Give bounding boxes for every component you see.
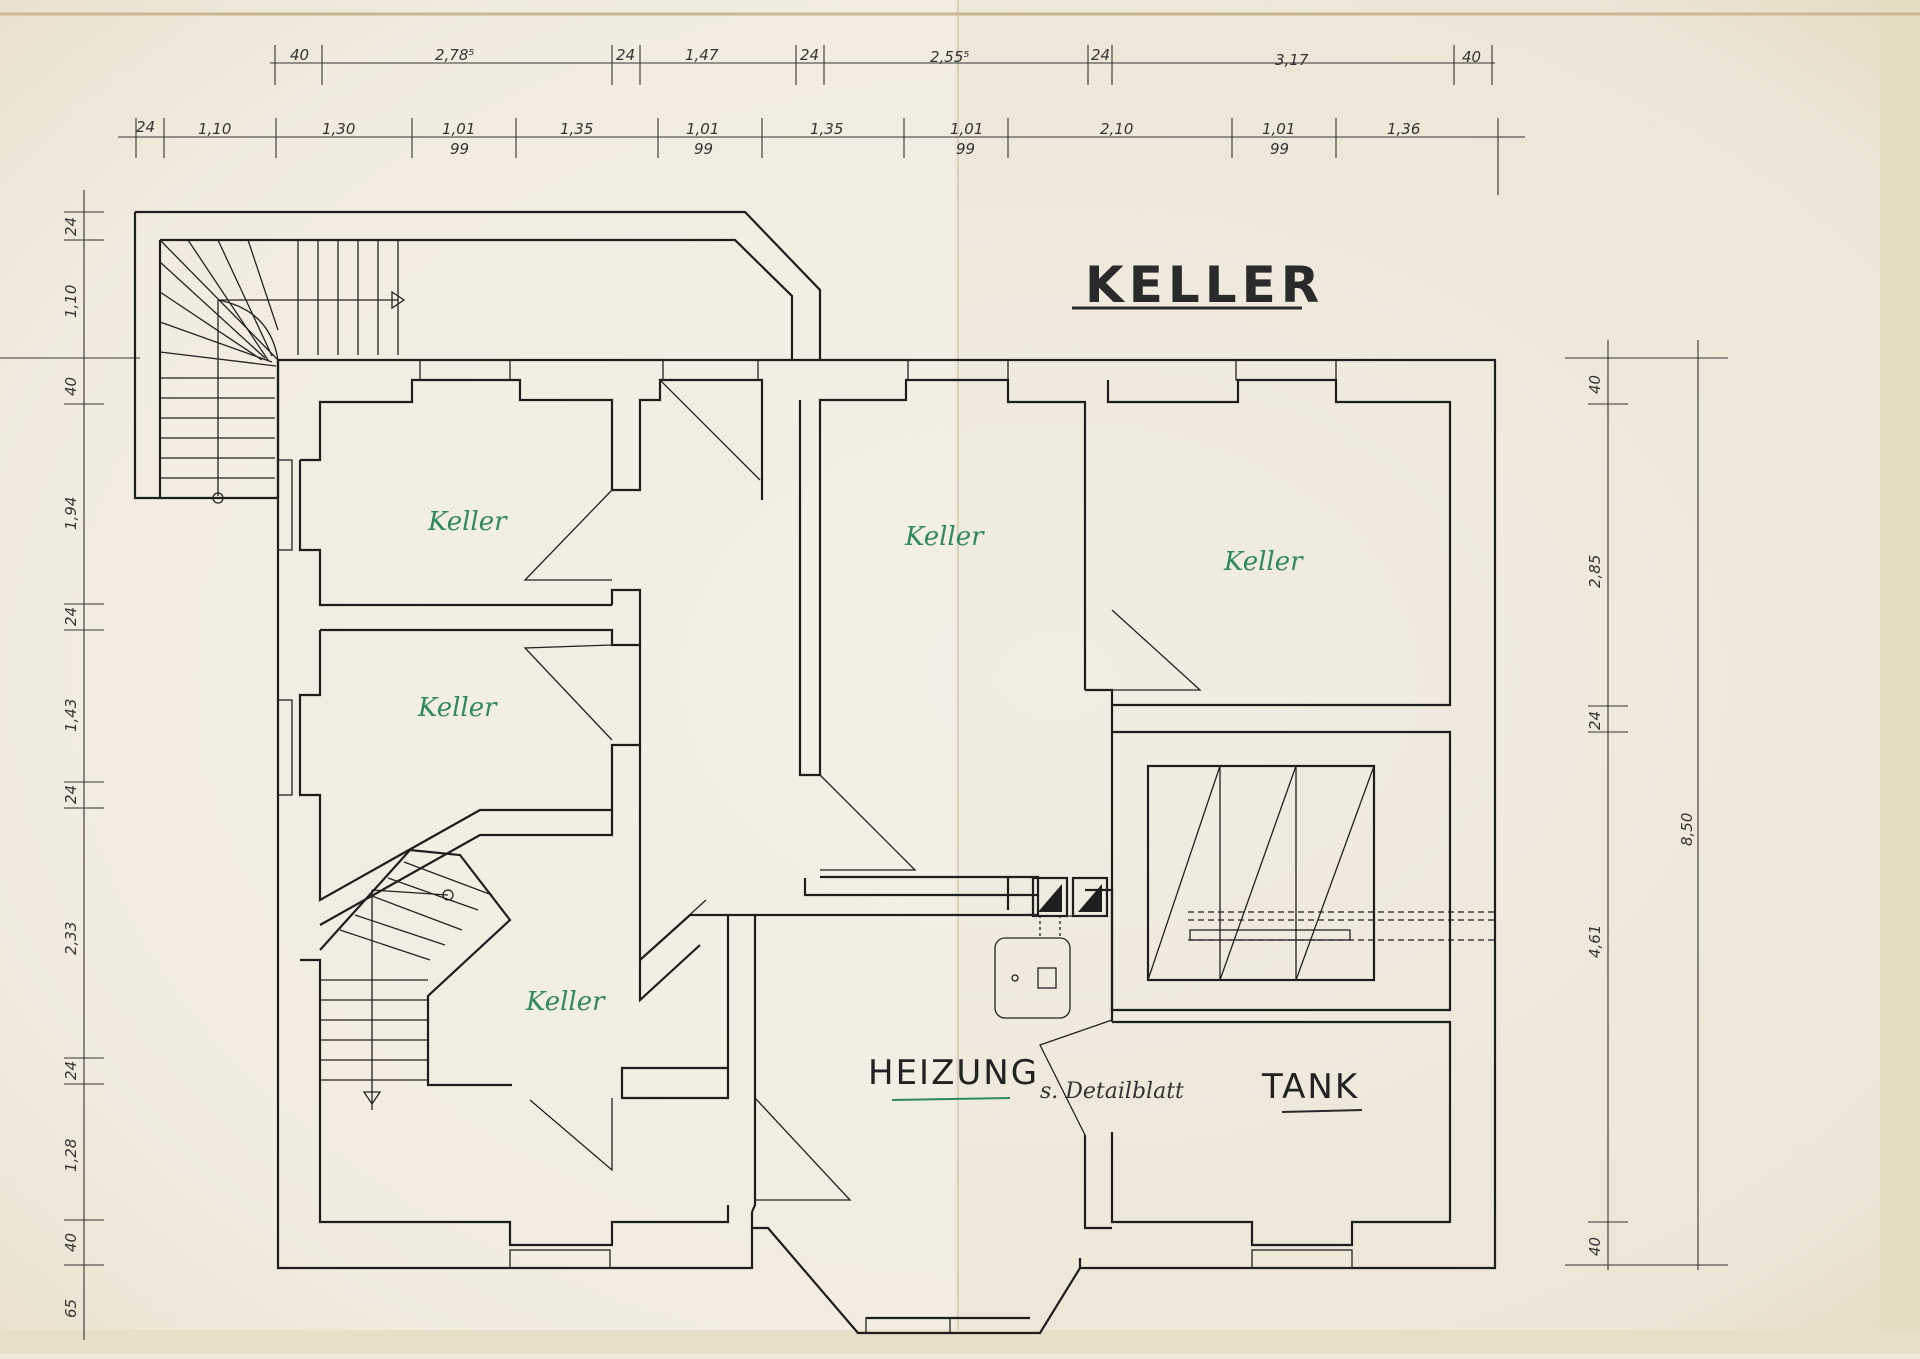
dim-top-inner-3: 1,30 <box>322 120 355 138</box>
dim-left-11: 40 <box>62 1233 80 1252</box>
dim-left-2: 1,10 <box>62 285 80 318</box>
heizung-underline <box>891 1097 1011 1101</box>
dim-left-5: 24 <box>62 607 80 626</box>
dim-right-total: 8,50 <box>1678 813 1696 846</box>
entry-staircase <box>159 239 406 504</box>
left-window-1 <box>277 459 293 551</box>
dim-right-5: 40 <box>1586 1237 1604 1256</box>
dim-top-outer-1: 40 <box>290 46 309 64</box>
dim-top-inner-15: 1,36 <box>1387 120 1420 138</box>
plan-title: KELLER <box>1085 256 1324 314</box>
boiler-symbol <box>994 915 1071 1019</box>
dim-top-outer-7: 24 <box>1091 46 1110 64</box>
room-label-keller-4: Keller <box>1223 547 1304 577</box>
top-outer-dimension-chain: 40 2,78⁵ 24 1,47 24 2,55⁵ 24 3,17 40 <box>270 45 1495 85</box>
dim-top-outer-6: 2,55⁵ <box>930 48 969 66</box>
dim-top-inner-12: 2,10 <box>1100 120 1133 138</box>
stair-start-marker <box>212 492 224 504</box>
door-swings <box>523 379 1202 1201</box>
dim-left-4: 1,94 <box>62 497 80 530</box>
dim-top-inner-5: 99 <box>450 140 469 158</box>
room-label-keller-5: Keller <box>525 987 606 1017</box>
room-label-tank: TANK <box>1261 1067 1359 1107</box>
left-window-2 <box>277 699 293 796</box>
dim-right-4: 4,61 <box>1586 925 1604 958</box>
dim-left-6: 1,43 <box>62 699 80 732</box>
top-inner-dimension-chain: 24 1,10 1,30 1,01 99 1,35 1,01 99 1,35 1… <box>118 118 1525 195</box>
stair-arrow-icon <box>391 290 406 310</box>
room-label-heizung: HEIZUNG <box>868 1053 1039 1093</box>
dim-right-2: 2,85 <box>1586 555 1604 588</box>
room-label-keller-1: Keller <box>427 507 508 537</box>
chimney-flues <box>1031 876 1109 918</box>
right-margin <box>1880 0 1920 1354</box>
dim-top-outer-5: 24 <box>800 46 819 64</box>
dim-left-3: 40 <box>62 377 80 396</box>
dim-top-inner-7: 1,01 <box>686 120 719 138</box>
room-label-keller-2: Keller <box>417 693 498 723</box>
right-dimension-chains: 40 2,85 24 4,61 40 8,50 <box>1565 340 1728 1270</box>
dim-top-inner-11: 99 <box>956 140 975 158</box>
dim-top-inner-1: 24 <box>136 118 155 136</box>
dim-right-1: 40 <box>1586 375 1604 394</box>
building-outer-walls <box>276 358 1497 1335</box>
dim-top-outer-4: 1,47 <box>685 46 719 64</box>
dim-top-inner-9: 1,35 <box>810 120 843 138</box>
dim-right-3: 24 <box>1586 711 1604 730</box>
left-dimension-chain: 24 1,10 40 1,94 24 1,43 24 2,33 24 1,28 … <box>0 190 140 1340</box>
dim-left-7: 24 <box>62 785 80 804</box>
interior-walls <box>298 378 1452 1247</box>
dim-top-inner-10: 1,01 <box>950 120 983 138</box>
dim-left-12: 65 <box>62 1299 80 1318</box>
room-label-keller-3: Keller <box>904 522 985 552</box>
paper-left-half <box>0 0 955 1354</box>
dim-top-outer-9: 40 <box>1462 48 1481 66</box>
dim-left-10: 1,28 <box>62 1139 80 1172</box>
detail-sheet-note: s. Detailblatt <box>1040 1079 1184 1104</box>
dim-top-outer-3: 24 <box>616 46 635 64</box>
bottom-window-right <box>1251 1249 1353 1269</box>
oil-tank-symbol <box>1146 764 1495 982</box>
dim-top-inner-13: 1,01 <box>1262 120 1295 138</box>
dim-top-inner-4: 1,01 <box>442 120 475 138</box>
dim-top-inner-14: 99 <box>1270 140 1289 158</box>
dim-top-inner-2: 1,10 <box>198 120 231 138</box>
dim-top-outer-8: 3,17 <box>1275 51 1309 69</box>
dim-top-inner-8: 99 <box>694 140 713 158</box>
dim-left-9: 24 <box>62 1061 80 1080</box>
dim-top-outer-2: 2,78⁵ <box>435 46 474 64</box>
bay-window <box>865 1317 951 1334</box>
stair-arrow-icon-lower <box>362 1091 382 1106</box>
bottom-window-left <box>509 1249 611 1269</box>
stair-start-marker-lower <box>442 889 454 901</box>
dim-top-inner-6: 1,35 <box>560 120 593 138</box>
dim-left-8: 2,33 <box>62 922 80 955</box>
tank-underline <box>1281 1109 1363 1113</box>
basement-staircase <box>319 848 512 1110</box>
dim-left-1: 24 <box>62 217 80 236</box>
